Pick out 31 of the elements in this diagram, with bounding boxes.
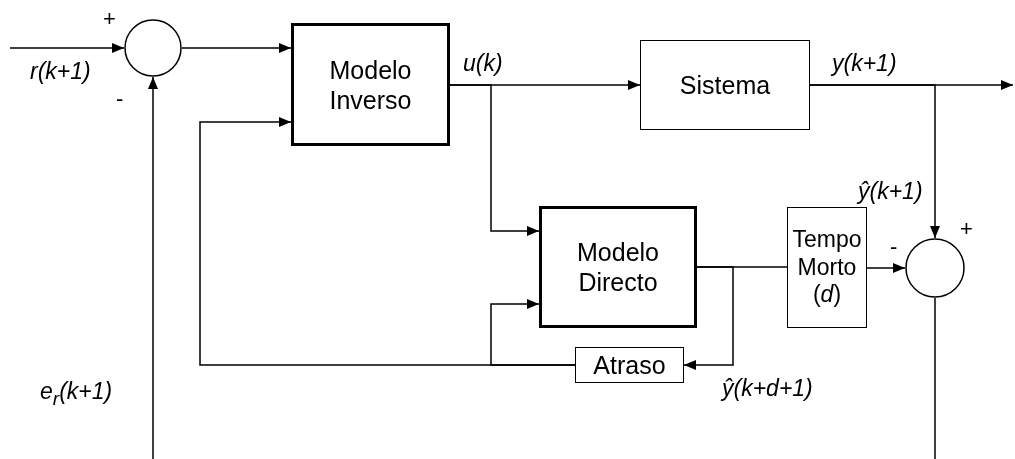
signal-arrow	[809, 84, 940, 239]
block-label: Atraso	[593, 350, 666, 380]
signal-arrow	[9, 43, 125, 53]
block	[575, 347, 684, 383]
sign-label: +	[103, 8, 116, 30]
summing-junction	[124, 19, 182, 77]
block	[640, 40, 810, 130]
signal-arrow	[683, 266, 734, 370]
signal-label: u(k)	[463, 50, 503, 77]
block	[291, 23, 450, 146]
signal-arrow	[866, 263, 906, 273]
signal-label: e$_{r}$(k+1)	[40, 378, 113, 410]
signal-label: ŷ(k+1)	[858, 178, 923, 205]
block	[787, 207, 867, 328]
summing-junction	[905, 238, 965, 298]
sign-label: -	[116, 88, 124, 110]
signal-label: ŷ(k+d+1)	[722, 375, 813, 402]
sign-label: -	[890, 236, 898, 258]
block-label: Modelo Directo	[576, 237, 660, 297]
signal-label: y(k+1)	[832, 50, 897, 77]
block-label: Modelo Inverso	[328, 54, 413, 115]
sign-label: +	[960, 218, 973, 240]
signal-label: r(k+1)	[30, 58, 91, 85]
signal-arrow	[181, 43, 292, 53]
block	[539, 206, 697, 328]
signal-arrow	[148, 76, 158, 459]
signal-arrow	[490, 299, 576, 366]
signal-arrow	[449, 84, 540, 236]
signal-line	[934, 297, 936, 459]
block-label: Sistema	[679, 70, 771, 100]
block-label: Tempo Morto (d)	[791, 226, 863, 309]
